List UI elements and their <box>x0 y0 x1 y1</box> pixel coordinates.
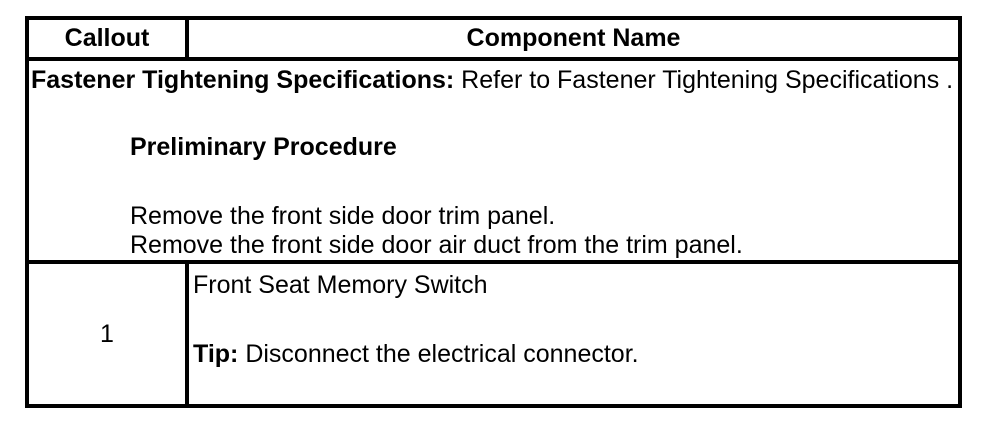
callout-number-cell: 1 <box>29 264 189 404</box>
component-cell: Front Seat Memory Switch Tip: Disconnect… <box>189 264 958 404</box>
procedure-step: Remove the front side door air duct from… <box>130 231 743 259</box>
procedure-step: Remove the front side door trim panel. <box>130 202 556 230</box>
table-row: 1 Front Seat Memory Switch Tip: Disconne… <box>29 264 958 404</box>
tip-text: Disconnect the electrical connector. <box>238 340 639 368</box>
fastener-specifications-text: Refer to Fastener Tightening Specificati… <box>454 66 954 94</box>
tip-label: Tip: <box>193 340 239 368</box>
column-header-component-name: Component Name <box>466 24 681 52</box>
notes-row: Fastener Tightening Specifications: Refe… <box>29 61 958 264</box>
table-header-row: Callout Component Name <box>29 20 958 61</box>
fastener-specifications-note: Fastener Tightening Specifications: Refe… <box>31 66 956 95</box>
fastener-specifications-label: Fastener Tightening Specifications: <box>31 66 455 94</box>
preliminary-procedure-steps: Remove the front side door trim panel. R… <box>130 202 956 260</box>
component-name: Front Seat Memory Switch <box>193 271 488 299</box>
component-tip: Tip: Disconnect the electrical connector… <box>193 340 954 369</box>
preliminary-procedure-heading: Preliminary Procedure <box>130 133 397 161</box>
column-header-callout: Callout <box>29 20 189 57</box>
component-spec-table: Callout Component Name Fastener Tighteni… <box>25 16 962 408</box>
